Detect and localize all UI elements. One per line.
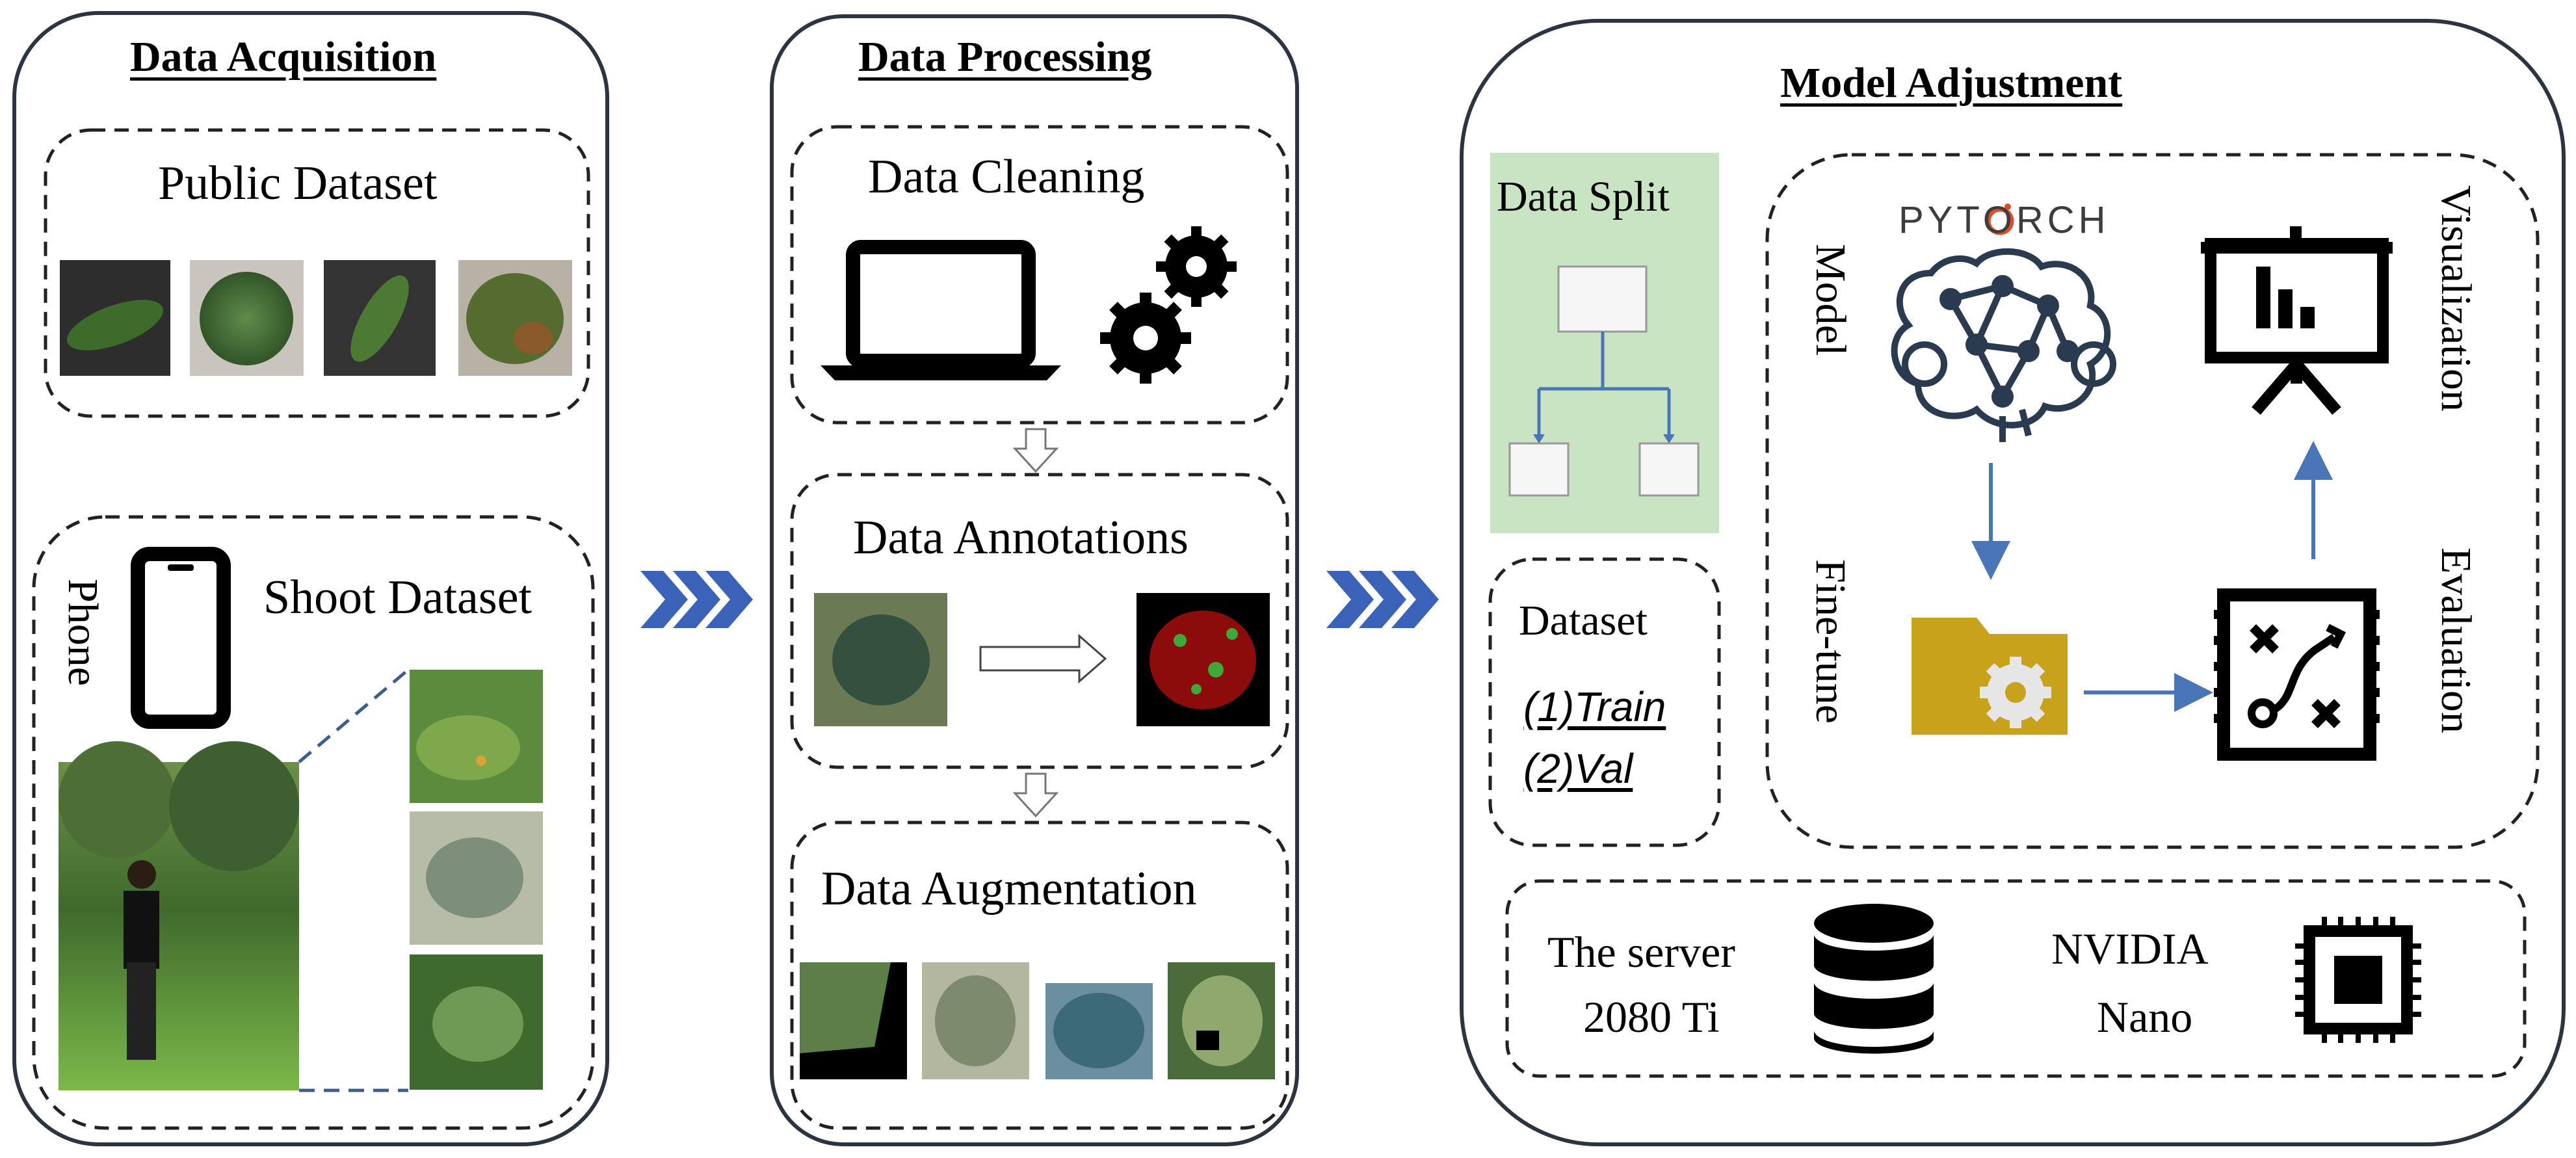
zoom-line-top [298, 668, 410, 763]
annotations-label: Data Annotations [853, 511, 1189, 564]
dataset-box [1488, 557, 1721, 847]
down-arrow-2 [1012, 772, 1059, 818]
chip-icon [2295, 917, 2421, 1043]
annotation-source-image [814, 593, 947, 726]
annotation-mask-image [1137, 593, 1270, 726]
workflow-arrows [1971, 441, 2333, 712]
strategy-board-icon [2214, 588, 2380, 761]
shoot-dataset-label: Shoot Dataset [263, 571, 532, 624]
model-label: Model [1807, 244, 1854, 356]
nvidia-label-line1: NVIDIA [2051, 924, 2209, 973]
presentation-chart-icon [2201, 226, 2393, 415]
tree-diagram-icon [1508, 265, 1700, 497]
neural-brain-icon [1891, 248, 2116, 442]
processing-panel [770, 14, 1299, 1146]
hardware-box [1505, 879, 2527, 1078]
augmentation-box [790, 821, 1289, 1130]
visualization-label: Visualization [2432, 185, 2480, 412]
server-label-line2: 2080 Ti [1583, 992, 1720, 1042]
laptop-icon [821, 240, 1061, 380]
public-leaf-images [60, 260, 572, 376]
evaluation-label: Evaluation [2432, 547, 2480, 733]
model-workflow-box [1765, 153, 2540, 849]
data-split-label: Data Split [1497, 173, 1670, 220]
acquisition-panel [12, 11, 609, 1146]
pytorch-flame-icon [1986, 204, 2014, 235]
folder-gear-icon [1912, 618, 2068, 735]
public-dataset-box [44, 128, 590, 418]
dataset-train: (1)Train [1523, 683, 1666, 730]
closeup-images [410, 670, 543, 1090]
model-title: Model Adjustment [1780, 59, 2123, 107]
fine-tune-label: Fine-tune [1807, 559, 1854, 724]
phone-icon [131, 547, 231, 729]
dataset-label: Dataset [1519, 597, 1648, 644]
cleaning-label: Data Cleaning [868, 150, 1145, 204]
processing-title: Data Processing [858, 33, 1152, 81]
model-panel [1460, 19, 2566, 1146]
server-label-line1: The server [1547, 927, 1735, 977]
gears-icon [1100, 226, 1237, 384]
shoot-dataset-box [32, 515, 595, 1130]
database-icon [1814, 904, 1934, 1054]
pytorch-logo-text: PYTORCH [1899, 199, 2110, 241]
augmentation-label: Data Augmentation [821, 862, 1197, 915]
public-dataset-label: Public Dataset [158, 157, 438, 210]
down-arrow-1 [1012, 428, 1059, 473]
flow-chevrons-1 [640, 571, 753, 628]
annotation-arrow [979, 633, 1107, 684]
augmented-images [800, 962, 1275, 1079]
field-photo [59, 741, 299, 1090]
acquisition-title: Data Acquisition [130, 33, 437, 81]
phone-label: Phone [59, 579, 107, 686]
flow-chevrons-2 [1326, 571, 1439, 628]
dataset-val: (2)Val [1523, 745, 1633, 792]
nvidia-label-line2: Nano [2097, 992, 2193, 1042]
